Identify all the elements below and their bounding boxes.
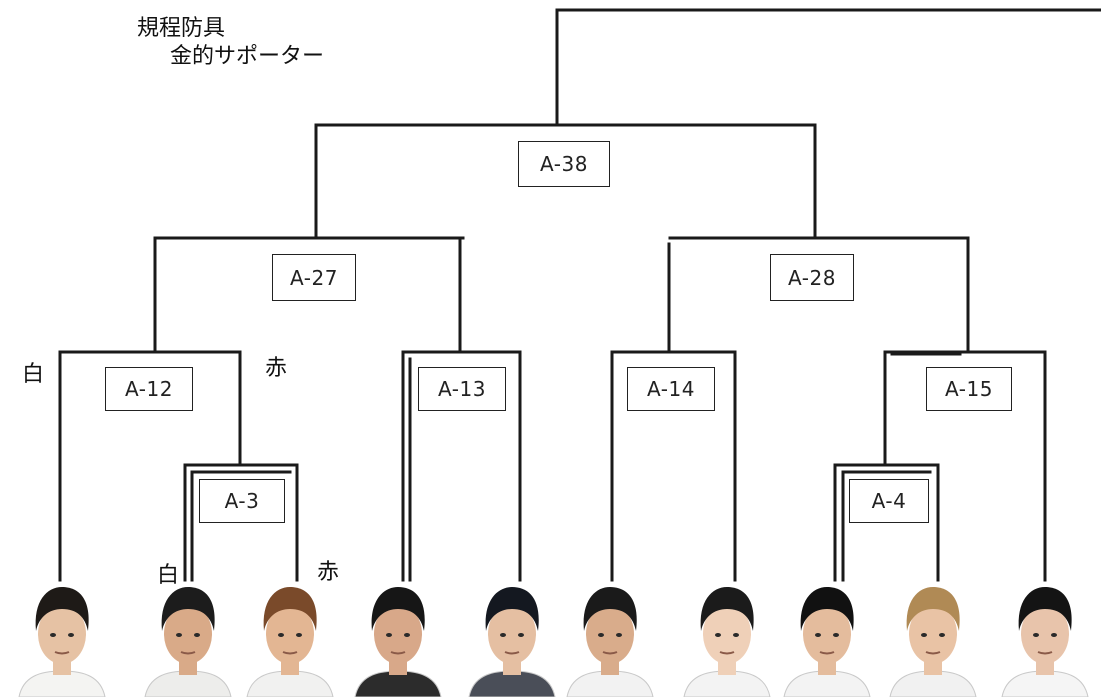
- match-box-r1-right: A-4: [849, 479, 929, 523]
- competitor-photo-10: [1000, 579, 1090, 697]
- match-box-final: A-38: [518, 141, 610, 187]
- bracket-r1-left-inner: [190, 470, 292, 582]
- bracket-r1-right-inner: [841, 470, 932, 582]
- competitor-photo-9: [888, 579, 978, 697]
- match-box-semi-right: A-28: [770, 254, 854, 301]
- competitor-photo-8: [782, 579, 872, 697]
- match-box-qf1: A-12: [105, 367, 193, 411]
- sponsor-line-2: 金的サポーター: [170, 44, 325, 69]
- white-label-r1: 白: [157, 563, 180, 588]
- bracket-qf3: [610, 350, 737, 582]
- match-box-qf4: A-15: [926, 367, 1012, 411]
- red-label-r1: 赤: [317, 560, 340, 585]
- competitor-photo-1: [17, 579, 107, 697]
- bracket-qf1: [58, 350, 242, 582]
- white-label: 白: [22, 362, 45, 387]
- bracket-qf4: [883, 350, 1047, 582]
- bracket-semi-connector: [314, 123, 817, 240]
- competitor-photo-5: [467, 579, 557, 697]
- competitor-photo-4: [353, 579, 443, 697]
- competitor-photo-6: [565, 579, 655, 697]
- match-box-qf2: A-13: [418, 367, 506, 411]
- match-box-qf3: A-14: [627, 367, 715, 411]
- bracket-r1-left-outer: [183, 463, 299, 582]
- bracket-r1-right-outer: [833, 463, 940, 582]
- bracket-left-semi: [153, 236, 465, 353]
- sponsor-line-1: 規程防具: [137, 16, 226, 41]
- red-label: 赤: [265, 356, 288, 381]
- competitor-photo-3: [245, 579, 335, 697]
- bracket-qf2-outer: [401, 350, 522, 582]
- competitor-photo-2: [143, 579, 233, 697]
- match-box-semi-left: A-27: [272, 254, 356, 301]
- match-box-r1-left: A-3: [199, 479, 285, 523]
- bracket-final-line: [555, 8, 1101, 127]
- competitor-photo-7: [682, 579, 772, 697]
